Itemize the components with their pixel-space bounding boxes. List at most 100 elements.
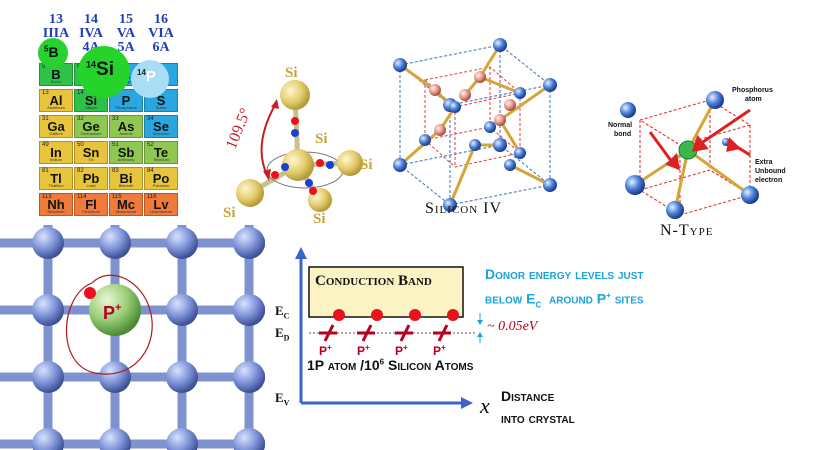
element-symbol: Al — [49, 93, 63, 108]
silicon-atom — [32, 294, 64, 326]
element-symbol: Nh — [47, 197, 65, 212]
element-symbol: Te — [153, 145, 169, 160]
silicon-atom — [233, 361, 265, 393]
n-type-cube — [638, 99, 752, 216]
boron-highlight-label: 5B — [44, 44, 59, 60]
silicon-atom — [166, 294, 198, 326]
silicon-iv-crystal — [393, 38, 557, 212]
element-number: 49 — [42, 142, 49, 148]
element-number: 31 — [42, 116, 49, 122]
silicon-atom — [166, 361, 198, 393]
element-name: Selenium — [152, 131, 170, 136]
si-atom-top — [280, 80, 310, 110]
silicon-atom — [233, 428, 265, 450]
element-name: Flerovium — [82, 209, 100, 214]
element-name: Antimony — [117, 157, 135, 162]
silicon-atom — [166, 428, 198, 450]
element-symbol: Sn — [82, 145, 100, 160]
element-name: Tin — [88, 157, 94, 162]
dopant-label: P+ — [103, 302, 121, 323]
n-type-atom-left — [625, 175, 645, 195]
donor-electron — [409, 309, 421, 321]
phosphorus-highlight — [131, 60, 169, 98]
donor-ion: P+ — [433, 309, 459, 358]
element-name: Livermorium — [149, 209, 172, 214]
tetrahedral-molecule: 109.5° Si Si Si Si Si — [223, 65, 373, 225]
lattice-bonds — [0, 225, 265, 450]
si-atom-center — [282, 149, 314, 181]
dopant-atom — [89, 284, 141, 336]
x-symbol: x — [480, 393, 490, 418]
si-atom-left — [236, 179, 264, 207]
donor-electron — [447, 309, 459, 321]
ed-label: ED — [275, 325, 290, 343]
band-diagram: P+P+P+P+ Conduction Band EC ED EV ~ 0.05… — [275, 245, 822, 450]
silicon-atom — [32, 428, 64, 450]
element-number: 50 — [77, 142, 84, 148]
element-name: Boron — [50, 79, 62, 84]
element-name: Thallium — [48, 183, 64, 188]
lattice-atoms — [32, 227, 265, 450]
donor-ion: P+ — [395, 309, 421, 358]
element-number: 83 — [112, 168, 119, 174]
donor-electron — [333, 309, 345, 321]
element-number: 113 — [42, 194, 52, 200]
pink-atoms — [429, 71, 516, 136]
n-type-arrows — [648, 108, 751, 171]
donor-description-line-2: below EC around P+ sites — [485, 290, 644, 310]
blue-atoms — [393, 38, 557, 212]
element-number: 114 — [77, 194, 87, 200]
element-name: Indium — [49, 157, 62, 162]
element-symbol: B — [51, 67, 61, 82]
element-symbol: Pb — [82, 171, 100, 186]
free-electron — [84, 287, 96, 299]
donor-ions: P+ P+ P+ P+ — [319, 309, 459, 358]
element-number: 115 — [112, 194, 122, 200]
element-symbol: Ga — [47, 119, 65, 134]
electron-orbit — [66, 274, 153, 375]
silicon-atom — [32, 227, 64, 259]
si-atom-right — [337, 150, 363, 176]
element-symbol: Bi — [119, 171, 133, 186]
phosphorus-highlight-label: 14P — [137, 68, 156, 85]
silicon-highlight — [78, 46, 130, 98]
element-name: Tellurium — [152, 157, 169, 162]
element-name: Polonium — [152, 183, 170, 188]
conduction-band-label: Conduction Band — [315, 273, 432, 289]
element-symbol: Si — [84, 93, 98, 108]
silicon-atom — [32, 361, 64, 393]
si-label-bottom: Si — [313, 211, 326, 225]
donor-ion: P+ — [357, 309, 383, 358]
angle-arrow — [260, 104, 276, 176]
element-symbol: S — [156, 93, 166, 108]
element-name: Phosphorus — [115, 105, 137, 110]
element-number: 51 — [112, 142, 119, 148]
ec-label: EC — [275, 303, 290, 321]
silicon-atom — [166, 227, 198, 259]
donor-ion-label: P+ — [395, 343, 408, 358]
donor-description-line-1: Donor energy levels just — [485, 266, 644, 282]
si-label-top: Si — [285, 65, 298, 81]
element-name: Gallium — [49, 131, 63, 136]
donor-description: Donor energy levels just below EC around… — [485, 263, 644, 316]
element-number: 84 — [147, 168, 154, 174]
silicon-atom — [233, 227, 265, 259]
element-symbol: Ge — [82, 119, 100, 134]
donor-ion-label: P+ — [319, 343, 332, 358]
crystal-bonds — [399, 44, 551, 206]
element-name: Nihonium — [47, 209, 65, 214]
boron-highlight — [38, 38, 68, 68]
element-name: Aluminum — [47, 105, 65, 110]
